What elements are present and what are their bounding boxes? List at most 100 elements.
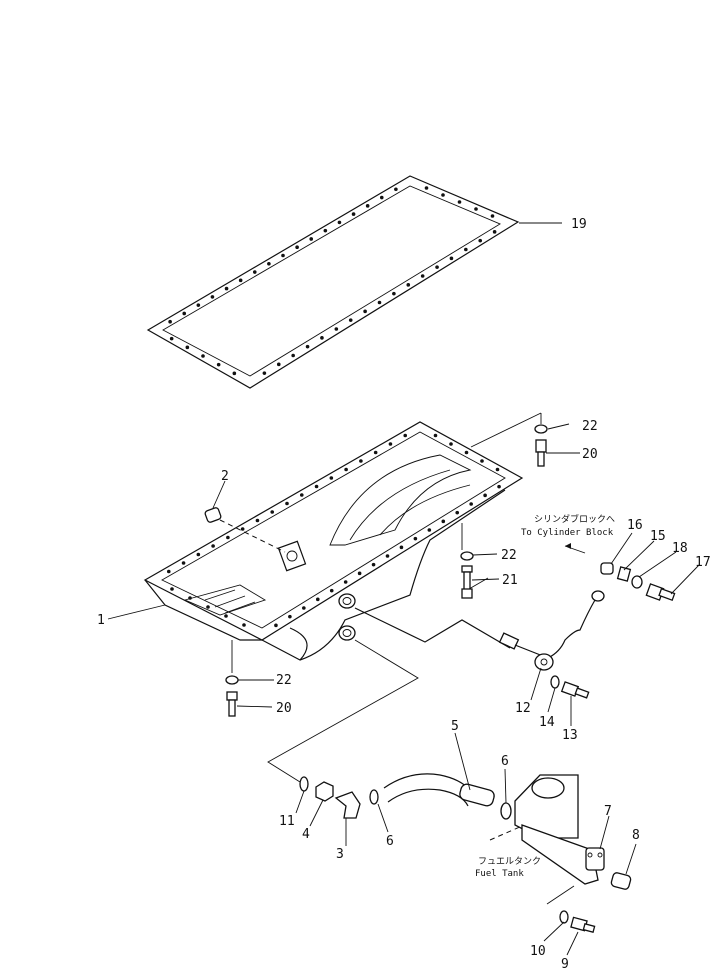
bolt-hole — [480, 459, 484, 463]
bolt-hole — [449, 442, 453, 446]
bolt-hole — [170, 587, 174, 591]
bolt-hole — [359, 459, 363, 463]
bolt-hole — [403, 433, 408, 438]
oil-pan — [143, 421, 524, 661]
bolt-hole — [211, 544, 215, 548]
bolt-hole — [196, 303, 201, 307]
bolt-hole — [424, 186, 429, 190]
bolt-hole — [169, 336, 174, 341]
bolt-hole — [337, 220, 342, 225]
bolt-hole — [365, 204, 370, 208]
bolt-hole — [185, 345, 190, 350]
bolt-hole — [478, 238, 483, 243]
bolt-hole — [182, 311, 187, 316]
bolt-hole — [281, 253, 285, 258]
callout-11: 11 — [279, 814, 295, 829]
mid-right-hardware — [460, 523, 474, 599]
callout-3: 3 — [336, 847, 344, 862]
bolt-hole — [262, 371, 267, 375]
bolt-hole — [242, 623, 246, 627]
bolt-hole — [406, 283, 411, 287]
callout-22-left: 22 — [276, 673, 292, 688]
bolt-hole — [288, 614, 292, 619]
bolt-hole — [210, 295, 215, 299]
callout-2: 2 — [221, 469, 229, 484]
bolt-hole — [497, 484, 501, 489]
bolt-hole — [379, 195, 384, 200]
bolt-hole — [329, 588, 334, 593]
callout-12: 12 — [515, 701, 531, 716]
bolt-hole — [348, 318, 353, 322]
bolt-hole — [334, 327, 339, 331]
sensor-harness — [354, 590, 605, 671]
oil-pan-gasket — [146, 175, 520, 389]
gasket-bolt-holes — [168, 186, 497, 376]
bolt-hole — [181, 561, 186, 565]
callout-1: 1 — [97, 613, 105, 628]
bolt-hole — [226, 535, 230, 540]
bolt-hole — [394, 187, 398, 192]
bolt-hole — [392, 291, 396, 296]
callout-18-label: 18 — [672, 541, 688, 556]
bolt-hole — [490, 214, 495, 218]
bolt-hole — [413, 536, 418, 541]
bolt-hole — [216, 362, 221, 367]
bolt-hole — [329, 476, 334, 480]
bolt-hole — [373, 450, 378, 455]
bolt-hole — [302, 606, 306, 610]
bolt-hole — [238, 278, 243, 283]
bolt-hole — [441, 519, 446, 524]
bolt-hole — [232, 371, 237, 376]
bolt-hole — [435, 265, 439, 269]
bolt-hole — [291, 353, 295, 358]
leader-lines — [107, 222, 700, 956]
bolt-hole — [377, 300, 382, 305]
bolt-hole — [274, 623, 278, 628]
bolt-hole — [351, 212, 356, 216]
bolt-hole — [371, 562, 376, 567]
bolt-hole — [483, 493, 487, 498]
callout-6-right: 6 — [501, 754, 509, 769]
bolt-hole — [305, 344, 310, 349]
bolt-hole — [464, 450, 469, 455]
callout-17-label: 17 — [695, 555, 711, 570]
bolt-hole — [252, 270, 257, 274]
callout-20-left: 20 — [276, 701, 292, 716]
oil-pan-bolt-holes — [166, 433, 501, 628]
bolt-hole — [343, 580, 348, 584]
bolt-hole — [399, 545, 404, 550]
bolt-hole — [276, 362, 281, 367]
bolt-hole — [464, 247, 468, 252]
bolt-hole — [441, 193, 445, 197]
note-cylinder-block-en: To Cylinder Block — [521, 528, 614, 538]
bolt-hole — [455, 510, 460, 515]
callout-7: 7 — [604, 804, 612, 819]
bolt-hole — [357, 571, 362, 576]
bolt-hole — [427, 528, 432, 532]
bolt-hole — [168, 319, 172, 324]
bolt-hole — [206, 605, 210, 609]
callout-6-left: 6 — [386, 834, 394, 849]
bolt-hole — [309, 237, 314, 241]
bolt-hole — [285, 501, 289, 506]
callout-5: 5 — [451, 719, 459, 734]
bolt-hole — [295, 245, 299, 250]
callout-21: 21 — [502, 573, 518, 588]
callout-14: 14 — [539, 715, 555, 730]
bolt-hole — [363, 309, 367, 314]
note-fuel-tank-en: Fuel Tank — [475, 869, 524, 879]
bolt-hole — [314, 484, 319, 489]
plug-2 — [204, 507, 286, 553]
bolt-hole — [166, 569, 171, 574]
callout-19: 19 — [571, 217, 587, 232]
bolt-hole — [224, 614, 228, 618]
bolt-hole — [224, 286, 229, 291]
callout-8: 8 — [632, 828, 640, 843]
bolt-hole — [299, 493, 304, 497]
callout-13: 13 — [562, 728, 578, 743]
bolt-hole — [196, 552, 201, 557]
callout-9: 9 — [561, 957, 569, 970]
bolt-hole — [469, 502, 473, 506]
annotation-notes: シリンダブロックへ To Cylinder Block フュエルタンク Fuel… — [475, 513, 615, 879]
